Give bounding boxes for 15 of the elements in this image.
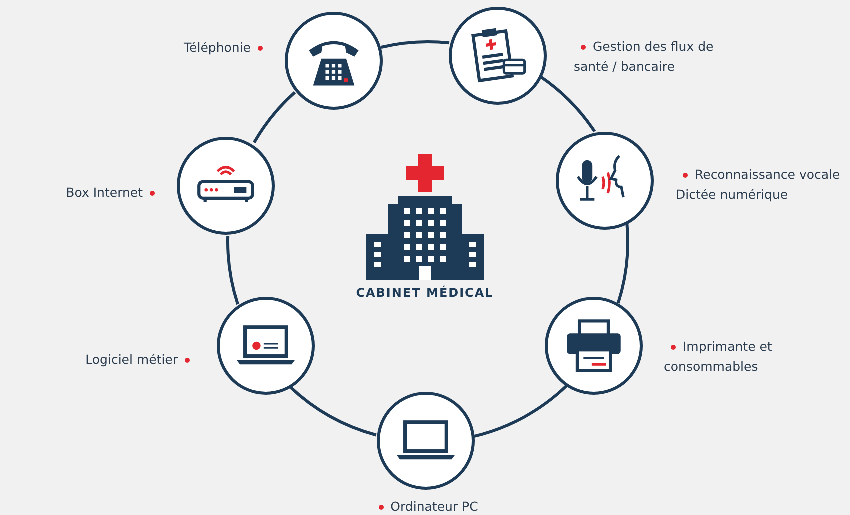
ring-connector xyxy=(289,386,377,437)
item-label: Gestion des flux de santé / bancaire xyxy=(574,37,716,77)
item-label: Reconnaissance vocale Dictée numérique xyxy=(676,165,850,205)
item-label: Ordinateur PC xyxy=(305,497,545,515)
item-label: Logiciel métier xyxy=(40,350,197,370)
item-label: Téléphonie xyxy=(120,38,270,58)
ring-connector xyxy=(473,384,568,438)
ring-connector xyxy=(253,91,296,144)
ring-connector xyxy=(381,40,450,49)
item-label: Imprimante et consommables xyxy=(664,337,776,377)
ring-connector xyxy=(616,223,630,304)
ring-connector xyxy=(226,236,240,305)
ring-connector xyxy=(540,76,596,133)
center-title: CABINET MÉDICAL xyxy=(356,286,494,300)
item-label: Box Internet xyxy=(20,183,162,203)
